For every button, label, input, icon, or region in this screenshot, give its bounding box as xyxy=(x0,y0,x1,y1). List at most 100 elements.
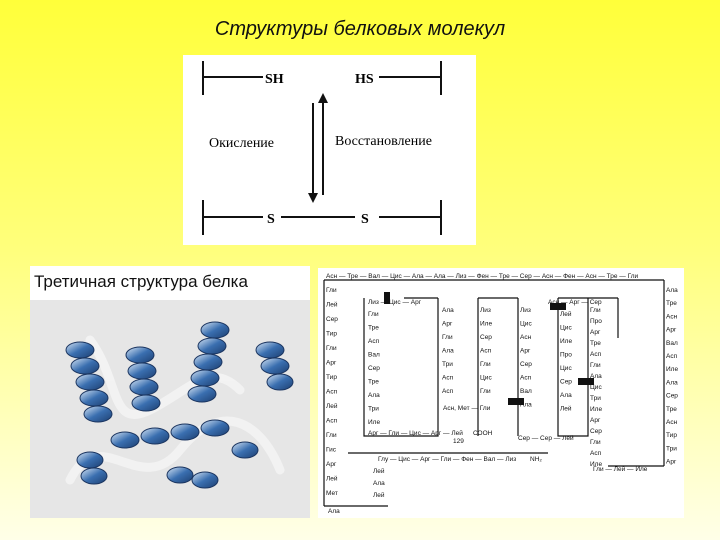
residue-col6-5: Сер xyxy=(560,379,572,386)
residue-col1-8: Лей xyxy=(326,402,338,410)
residue-col7-4: Асп xyxy=(590,351,602,358)
residue-col7-9: Иле xyxy=(590,406,602,413)
residue-col2-2: Асп xyxy=(368,338,380,345)
residue-col4-3: Асп xyxy=(480,348,492,355)
residue-col3-1: Арг xyxy=(442,321,453,328)
residue-col3-2: Гли xyxy=(442,334,453,341)
residue-col4-5: Цис xyxy=(480,375,492,382)
residue-col3-0: Ала xyxy=(442,307,454,314)
residue-col5-4: Сер xyxy=(520,361,532,368)
redox-diagram: SH HS Окисление Восстановление S S xyxy=(183,55,476,245)
residue-col7-1: Про xyxy=(590,318,602,325)
residue-col4-0: Лиз xyxy=(480,307,491,314)
s-left-label: S xyxy=(267,212,275,227)
oxidation-label: Окисление xyxy=(209,136,274,151)
loop6-top: Асн — Арг — Сер xyxy=(548,299,602,306)
residue-col8-10: Асн xyxy=(666,419,678,426)
residue-col2-7: Три xyxy=(368,406,379,413)
residue-col7-14: Иле xyxy=(590,461,602,468)
residue-col4-2: Сер xyxy=(480,334,492,341)
residue-col8-8: Сер xyxy=(666,393,678,400)
residue-col1-2: Сер xyxy=(326,316,338,323)
residue-col5-1: Цис xyxy=(520,321,532,328)
hs-label: HS xyxy=(355,72,374,87)
seq-top-row: Асн — Тре — Вал — Цис — Ала — Ала — Лиз … xyxy=(326,273,639,280)
residue-col3-5: Асп xyxy=(442,375,454,382)
protein-ribbon-image xyxy=(30,300,310,518)
residue-col7-10: Арг xyxy=(590,417,601,424)
residue-col1-9: Асп xyxy=(326,418,338,425)
s-right-label: S xyxy=(361,212,369,227)
nh2-label: NH₂ xyxy=(530,456,542,463)
residue-col7-2: Арг xyxy=(590,329,601,336)
residue-col1-12: Арг xyxy=(326,461,337,468)
num-129: 129 xyxy=(453,438,464,445)
residue-col8-0: Ала xyxy=(666,287,678,294)
residue-col7-12: Гли xyxy=(590,439,601,446)
loop1-top: Лиз — Цис — Арг xyxy=(368,299,422,306)
residue-col6-4: Цис xyxy=(560,365,572,372)
residue-col3-4: Три xyxy=(442,361,453,368)
residue-col8-4: Вал xyxy=(666,340,678,347)
residue-col8-12: Три xyxy=(666,445,677,452)
residue-col5-0: Лиз xyxy=(520,307,531,314)
residue-col7-5: Гли xyxy=(590,362,601,369)
residue-col8-7: Ала xyxy=(666,379,678,386)
cooh-label: СООН xyxy=(473,430,493,437)
sh-label: SH xyxy=(265,72,284,87)
residue-col4-1: Иле xyxy=(480,321,492,328)
residue-col4-6: Гли xyxy=(480,388,491,395)
residue-col6-1: Цис xyxy=(560,325,572,332)
residue-col7-8: Три xyxy=(590,395,601,402)
residue-col1-11: Гис xyxy=(326,447,337,454)
residue-col5-6: Вал xyxy=(520,388,532,395)
ser-ser-lei: Сер — Сер — Лей xyxy=(518,434,574,442)
residue-col7-3: Тре xyxy=(590,340,601,347)
residue-col8-13: Арг xyxy=(666,459,677,466)
residue-col8-6: Иле xyxy=(666,366,678,373)
residue-col1-14: Мет xyxy=(326,490,338,497)
residue-col1-6: Тир xyxy=(326,374,337,381)
residue-col5-7: Ала xyxy=(520,402,532,409)
residue-col8-9: Тре xyxy=(666,406,677,413)
primary-sequence-diagram: Асн — Тре — Вал — Цис — Ала — Ала — Лиз … xyxy=(318,268,684,518)
residue-lal-1: Ала xyxy=(373,480,385,487)
residue-col8-3: Арг xyxy=(666,327,677,334)
residue-col4-4: Гли xyxy=(480,361,491,368)
residue-lal-0: Лей xyxy=(373,467,385,475)
residue-col2-4: Сер xyxy=(368,365,380,372)
residue-col1-3: Тир xyxy=(326,331,337,338)
residue-col6-2: Иле xyxy=(560,338,572,345)
residue-col1-10: Гли xyxy=(326,432,337,439)
residue-col5-3: Арг xyxy=(520,348,531,355)
residue-col7-6: Ала xyxy=(590,373,602,380)
slide-title: Структуры белковых молекул xyxy=(214,18,506,40)
residue-col2-1: Тре xyxy=(368,325,379,332)
gli-lei-ile: Гли — Лей — Иле xyxy=(593,465,648,473)
residue-col1-13: Лей xyxy=(326,475,338,483)
residue-col1-5: Арг xyxy=(326,360,337,367)
residue-col1-0: Гли xyxy=(326,287,337,294)
tertiary-structure-panel: Третичная структура белка xyxy=(30,266,310,518)
col1-bottom: Ала xyxy=(328,508,340,515)
col3-label: Асн, Мет — Гли xyxy=(443,405,491,412)
residue-col1-7: Асп xyxy=(326,389,338,396)
residue-col7-7: Цис xyxy=(590,384,602,391)
residue-col5-2: Асн xyxy=(520,334,532,341)
residue-col6-6: Ала xyxy=(560,392,572,399)
residue-col8-5: Асп xyxy=(666,353,678,360)
residue-col3-6: Асп xyxy=(442,388,454,395)
residue-col6-0: Лей xyxy=(560,310,572,318)
residue-col5-5: Асп xyxy=(520,375,532,382)
residue-col7-13: Асп xyxy=(590,450,602,457)
residue-col7-11: Сер xyxy=(590,428,602,435)
residue-col2-6: Ала xyxy=(368,392,380,399)
residue-col1-4: Гли xyxy=(326,345,337,352)
residue-col1-1: Лей xyxy=(326,301,338,309)
reduction-label: Восстановление xyxy=(335,134,432,149)
residue-col2-5: Тре xyxy=(368,379,379,386)
residue-col7-0: Гли xyxy=(590,307,601,314)
residue-col6-7: Лей xyxy=(560,405,572,413)
residue-col8-1: Тре xyxy=(666,300,677,307)
residue-col8-11: Тир xyxy=(666,432,677,439)
